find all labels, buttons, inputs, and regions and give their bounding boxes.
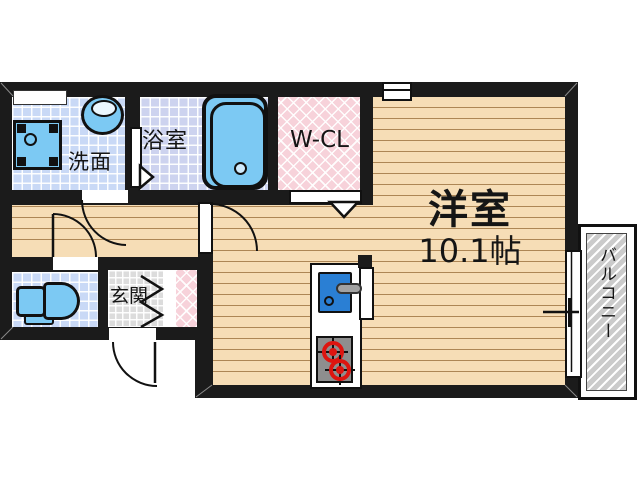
toilet-icon-bowl — [43, 282, 80, 320]
shoe-closet — [176, 270, 197, 327]
main-room-size: 10.1帖 — [418, 232, 522, 270]
bathroom-door-panel — [130, 127, 142, 188]
washbasin-icon — [81, 95, 124, 135]
kitchen-partition-stub — [358, 255, 372, 268]
washing-machine-pan-icon — [13, 120, 62, 170]
main-room-name: 洋室 — [428, 187, 512, 233]
washroom-door-opening — [82, 190, 128, 203]
entrance-closet-floor — [163, 270, 176, 327]
walk-in-closet-floor — [278, 97, 360, 190]
entrance-label: 玄関 — [110, 285, 149, 307]
walk-in-closet-label: W-CL — [290, 127, 349, 153]
toilet-door-opening — [53, 257, 98, 270]
entrance-door-opening — [109, 328, 156, 341]
main-room-door-panel — [198, 202, 213, 254]
balcony-sliding-window — [565, 250, 582, 378]
main-room-floor-upper — [373, 97, 565, 205]
main-room-top-window-bar — [382, 89, 412, 91]
wcl-sliding-door — [289, 190, 362, 204]
balcony-floor — [586, 233, 627, 391]
bathroom-label: 浴室 — [142, 129, 189, 154]
hallway-floor — [12, 205, 198, 257]
toilet-icon-tank — [16, 286, 46, 317]
sink-drain — [324, 296, 334, 306]
gas-stove-icon — [316, 336, 355, 385]
stove-burner — [325, 355, 355, 385]
main-room-floor — [213, 205, 565, 385]
bathtub-icon — [202, 94, 268, 190]
main-room-label: 洋室 10.1帖 — [390, 188, 550, 270]
washroom-window — [13, 90, 67, 105]
washroom-label: 洗面 — [68, 150, 112, 174]
main-room-top-window — [382, 82, 412, 101]
kitchen-partition-panel — [359, 267, 374, 320]
faucet-icon — [336, 283, 362, 294]
balcony-label: バルコニー — [596, 246, 616, 341]
